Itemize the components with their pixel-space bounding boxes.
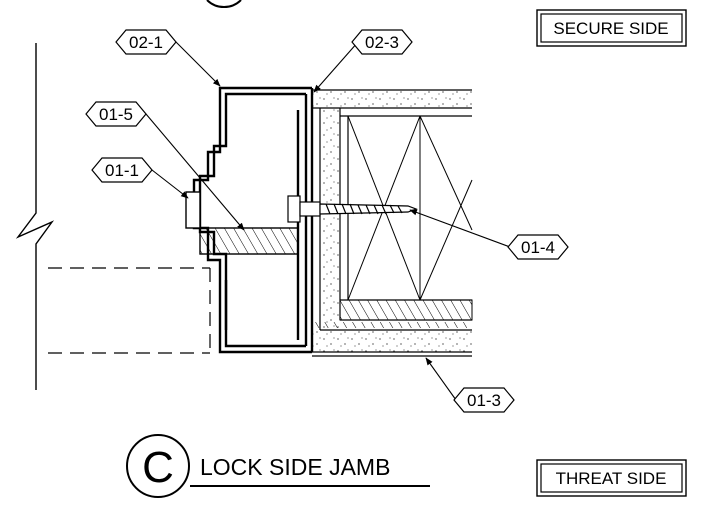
keynote-01-3: 01-3 — [453, 387, 515, 413]
wall-break-line — [15, 43, 55, 390]
keynote-01-4: 01-4 — [507, 234, 569, 260]
detail-title: LOCK SIDE JAMB — [200, 454, 390, 480]
wood-blocking — [199, 227, 299, 255]
dashed-opening-outline — [48, 267, 211, 354]
strike-plate — [185, 191, 201, 229]
secure-side-box: SECURE SIDE — [536, 9, 687, 47]
secure-side-label: SECURE SIDE — [553, 19, 668, 38]
keynote-label: 01-3 — [467, 391, 501, 410]
keynote-02-1: 02-1 — [115, 29, 177, 55]
anchor-screw — [287, 195, 418, 223]
keynote-label: 02-3 — [365, 33, 399, 52]
keynote-label: 01-4 — [521, 238, 555, 257]
wall-assembly — [312, 89, 473, 357]
detail-circle-top-fragment — [206, 0, 242, 9]
keynote-02-3: 02-3 — [351, 29, 413, 55]
threat-side-label: THREAT SIDE — [556, 469, 667, 488]
keynote-label: 01-1 — [105, 161, 139, 180]
keynote-01-5: 01-5 — [85, 101, 147, 127]
keynote-label: 01-5 — [99, 105, 133, 124]
keynote-label: 02-1 — [129, 33, 163, 52]
keynote-01-1: 01-1 — [91, 157, 153, 183]
threat-side-box: THREAT SIDE — [536, 459, 687, 497]
detail-letter: C — [142, 443, 174, 492]
detail-title-block: C LOCK SIDE JAMB — [126, 434, 430, 498]
leader-lines — [145, 41, 511, 401]
